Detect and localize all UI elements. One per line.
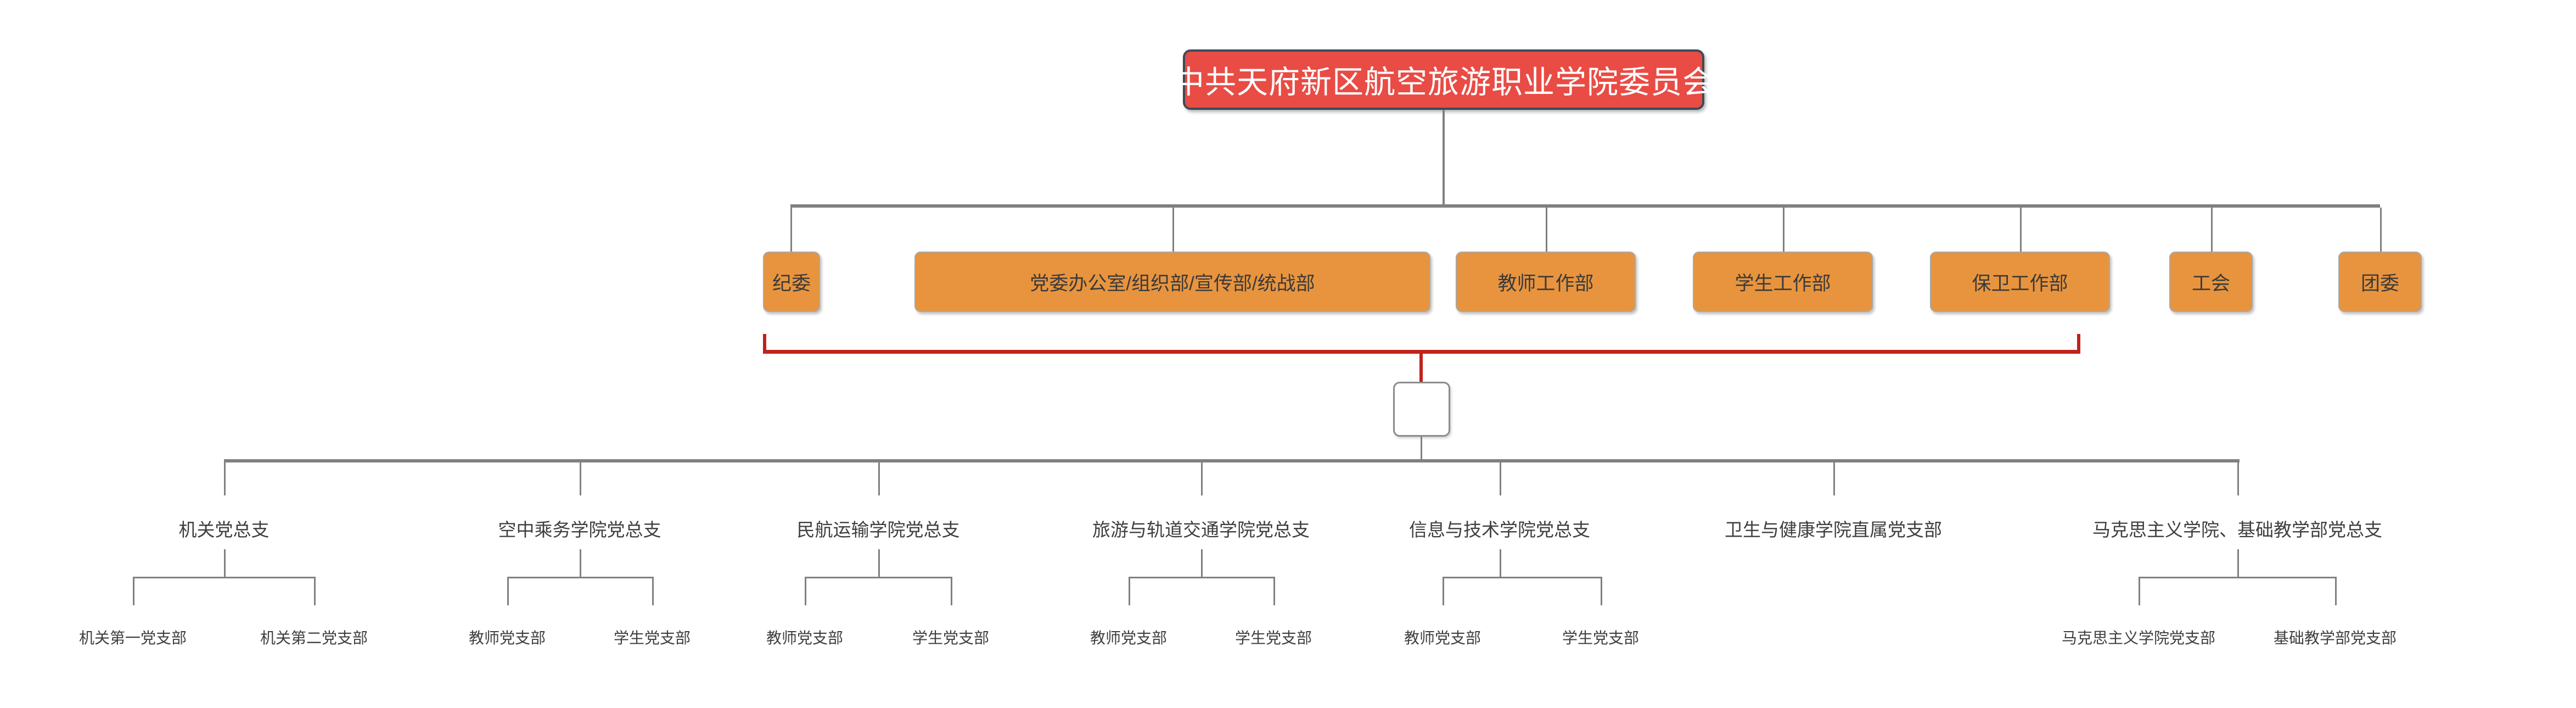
- connector-level3-bar: [224, 459, 2240, 462]
- node-dept-teacher-affairs-label: 教师工作部: [1497, 272, 1594, 294]
- connector-branch3-bar: [1129, 577, 1275, 578]
- node-dept-youth-league[interactable]: 团委: [2338, 252, 2422, 312]
- node-dept-student-affairs[interactable]: 学生工作部: [1693, 252, 1873, 312]
- connector-drop-dept-2: [1546, 208, 1547, 252]
- connector-drop-dept-1: [1172, 208, 1174, 252]
- connector-branch4-drop-1: [1601, 577, 1602, 605]
- connector-branch0-drop-1: [314, 577, 316, 605]
- leaf-label-cabin-teacher: 教师党支部: [468, 629, 546, 646]
- leaf-label-tourism-student: 学生党支部: [1234, 629, 1312, 646]
- connector-level2-bar: [790, 204, 2380, 208]
- leaf-label-air-teacher: 教师党支部: [766, 629, 844, 646]
- connector-junction-trunk: [1421, 437, 1422, 461]
- connector-branch0-stem: [224, 549, 226, 577]
- connector-drop-dept-6: [2380, 208, 2382, 252]
- connector-branch2-drop-1: [951, 577, 952, 605]
- connector-drop-branch-2: [878, 462, 880, 495]
- connector-branch2-stem: [878, 549, 880, 577]
- connector-branch2-drop-0: [805, 577, 806, 605]
- connector-branch3-drop-1: [1273, 577, 1275, 605]
- branch-label-marxism: 马克思主义学院、基础教学部党总支: [2092, 520, 2382, 540]
- node-dept-office[interactable]: 党委办公室/组织部/宣传部/统战部: [914, 252, 1430, 312]
- node-dept-security-label: 保卫工作部: [1972, 272, 2068, 294]
- connector-drop-branch-3: [1201, 462, 1203, 495]
- connector-branch4-stem: [1500, 549, 1501, 577]
- connector-branch4-bar: [1443, 577, 1602, 578]
- node-dept-youth-league-label: 团委: [2360, 272, 2399, 294]
- branch-label-jiguan: 机关党总支: [178, 520, 270, 540]
- connector-branch1-drop-1: [652, 577, 654, 605]
- node-junction-blank[interactable]: [1393, 382, 1450, 437]
- connector-branch0-bar: [133, 577, 315, 578]
- connector-drop-branch-1: [580, 462, 581, 495]
- node-dept-teacher-affairs[interactable]: 教师工作部: [1456, 252, 1636, 312]
- connector-drop-branch-4: [1500, 462, 1501, 495]
- connector-branch3-drop-0: [1129, 577, 1130, 605]
- bracket-right-tick: [2077, 334, 2080, 354]
- leaf-label-info-teacher: 教师党支部: [1404, 629, 1481, 646]
- leaf-label-basic-teaching-branch: 基础教学部党支部: [2273, 629, 2397, 646]
- node-dept-student-affairs-label: 学生工作部: [1735, 272, 1831, 294]
- connector-branch6-bar: [2139, 577, 2336, 578]
- connector-branch4-drop-0: [1443, 577, 1444, 605]
- node-dept-jiwei-label: 纪委: [772, 272, 811, 294]
- leaf-label-tourism-teacher: 教师党支部: [1090, 629, 1168, 646]
- branch-label-air-transport: 民航运输学院党总支: [796, 520, 960, 540]
- node-dept-office-label: 党委办公室/组织部/宣传部/统战部: [1030, 272, 1315, 294]
- connector-branch1-drop-0: [507, 577, 509, 605]
- leaf-label-cabin-student: 学生党支部: [613, 629, 691, 646]
- node-party-committee-label: 中共天府新区航空旅游职业学院委员会: [1173, 65, 1714, 100]
- leaf-label-jiguan-first: 机关第一党支部: [78, 629, 187, 646]
- branch-label-cabin-crew: 空中乘务学院党总支: [498, 520, 661, 540]
- leaf-label-jiguan-second: 机关第二党支部: [260, 629, 368, 646]
- node-dept-security[interactable]: 保卫工作部: [1930, 252, 2110, 312]
- node-dept-jiwei[interactable]: 纪委: [763, 252, 820, 312]
- branch-label-tourism-rail: 旅游与轨道交通学院党总支: [1092, 520, 1310, 540]
- connector-branch1-stem: [580, 549, 581, 577]
- connector-branch6-drop-0: [2139, 577, 2140, 605]
- connector-drop-dept-4: [2020, 208, 2022, 252]
- connector-branch6-stem: [2237, 549, 2239, 577]
- connector-drop-branch-6: [2237, 462, 2239, 495]
- leaf-label-air-student: 学生党支部: [912, 629, 990, 646]
- node-dept-union-label: 工会: [2191, 272, 2230, 294]
- connector-drop-branch-0: [224, 462, 226, 495]
- branch-label-health: 卫生与健康学院直属党支部: [1725, 520, 1942, 540]
- connector-drop-dept-3: [1783, 208, 1784, 252]
- connector-branch0-drop-0: [133, 577, 134, 605]
- connector-drop-branch-5: [1833, 462, 1835, 495]
- connector-drop-dept-0: [790, 208, 792, 252]
- leaf-label-info-student: 学生党支部: [1562, 629, 1640, 646]
- connector-branch3-stem: [1201, 549, 1203, 577]
- connector-branch6-drop-1: [2335, 577, 2337, 605]
- node-party-committee[interactable]: 中共天府新区航空旅游职业学院委员会: [1173, 49, 1714, 110]
- bracket-center-drop: [1419, 350, 1423, 382]
- bracket-left-tick: [763, 334, 766, 354]
- node-dept-union[interactable]: 工会: [2169, 252, 2253, 312]
- connector-drop-dept-5: [2211, 208, 2213, 252]
- connector-branch1-bar: [507, 577, 653, 578]
- connector-root-trunk: [1443, 110, 1445, 207]
- branch-label-info-tech: 信息与技术学院党总支: [1409, 520, 1590, 540]
- connector-branch2-bar: [805, 577, 952, 578]
- leaf-label-marxism-branch: 马克思主义学院党支部: [2061, 629, 2216, 646]
